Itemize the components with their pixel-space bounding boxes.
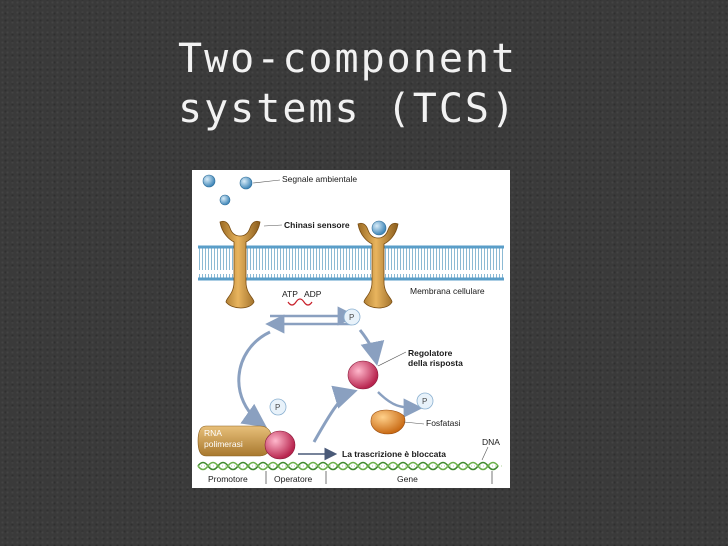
phosphate-regulator: P [270,399,286,415]
phosphate-kinase-label: P [349,313,354,322]
phosphatase [371,410,405,434]
slide-title-line-1: Two-component [178,34,698,84]
rna-polymerase-label-line-2: polimerasi [204,439,243,449]
regulator-bound-operator [265,431,295,459]
membrane-label: Membrana cellulare [410,286,485,296]
tcs-diagram-figure: Segnale ambientale Chinasi sensore Membr… [192,170,510,488]
phosphatase-label: Fosfatasi [426,418,461,428]
phosphate-released: P [417,393,433,409]
atp-adp-squiggle [288,299,312,305]
operator-label: Operatore [274,474,313,484]
gene-label: Gene [397,474,418,484]
cycle-arrow-right [360,330,376,360]
phosphate-kinase: P [344,309,360,325]
cycle-arrow-bottom [314,392,352,442]
cycle-arrow-left [239,332,270,424]
phosphate-released-label: P [422,397,427,406]
response-regulator [348,361,378,389]
arrow-to-phosphatase [378,392,418,408]
regulator-label-line-2: della risposta [408,358,463,368]
tcs-diagram: Segnale ambientale Chinasi sensore Membr… [192,170,510,488]
transcription-blocked-label: La trascrizione è bloccata [342,449,446,459]
signal-molecules [203,175,252,205]
phosphotransfer-arrows [270,316,352,324]
sensor-kinase-label: Chinasi sensore [284,220,350,230]
phosphate-regulator-label: P [275,403,280,412]
dna-label: DNA [482,437,500,447]
slide-title: Two-component systems (TCS) [178,34,698,134]
slide-title-line-2: systems (TCS) [178,84,698,134]
adp-label: ADP [304,289,322,299]
rna-polymerase: RNA polimerasi [198,426,272,456]
promoter-label: Promotore [208,474,248,484]
atp-label: ATP [282,289,298,299]
rna-polymerase-label-line-1: RNA [204,428,222,438]
signal-label: Segnale ambientale [282,174,357,184]
dna-helix [198,463,504,470]
regulator-label-line-1: Regolatore [408,348,453,358]
